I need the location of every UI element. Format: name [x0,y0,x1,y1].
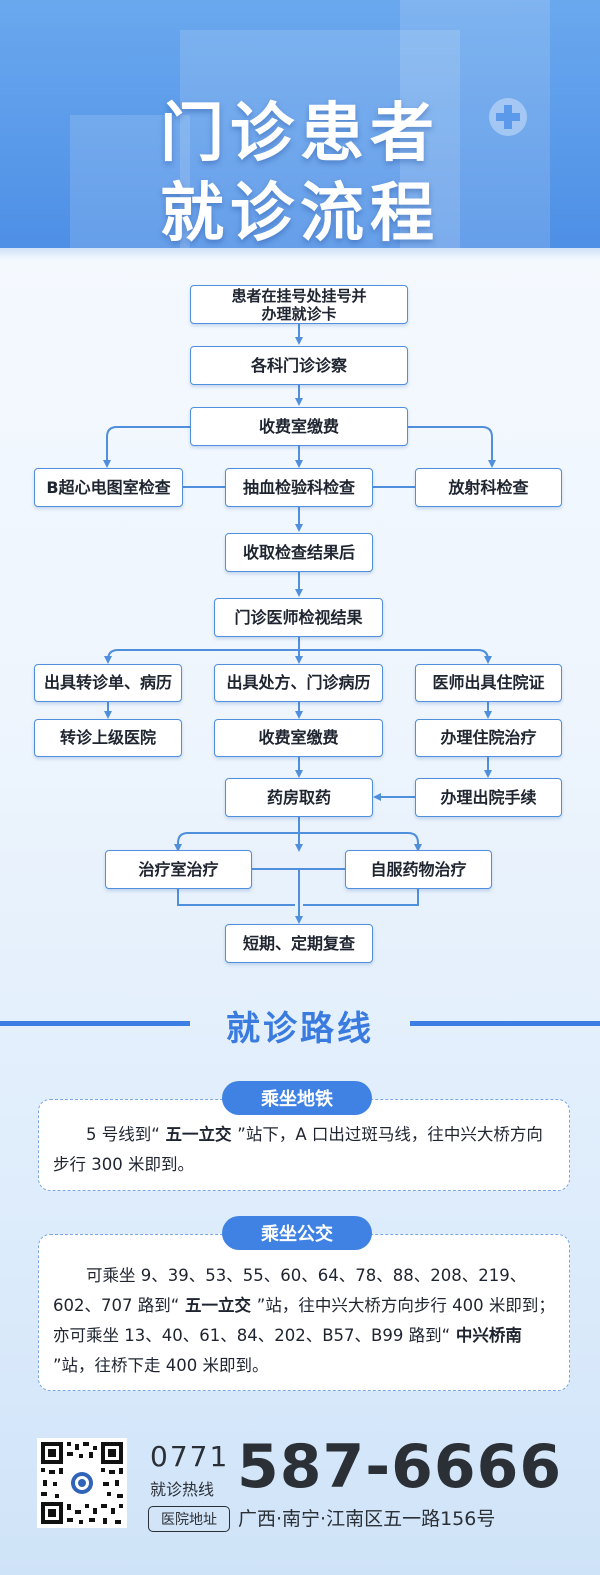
header-divider [0,248,600,260]
header-banner: 门诊患者 就诊流程 [0,0,600,253]
route-section-title: 就诊路线 [226,1009,374,1049]
step-referral-doc: 出具转诊单、病历 [34,664,182,702]
route-divider-right [410,1021,600,1026]
hospital-cross-icon [489,98,527,136]
subway-station: 五一立交 [159,1125,238,1144]
building-right [400,0,550,253]
bus-station-1: 五一立交 [179,1296,257,1315]
hospital-building [180,30,460,253]
bus-text-part3: ”站，往桥下走 400 米即到。 [53,1356,269,1375]
page-title-line2: 就诊流程 [160,177,440,251]
subway-text-part2: ”站下，A 口出过斑马线，往中兴大桥方向步行 300 米即到。 [53,1125,543,1174]
step-dept-exam: 各科门诊诊察 [190,346,408,385]
step-self-medication: 自服药物治疗 [345,850,492,889]
subway-text-part1: 5 号线到“ [86,1125,160,1144]
subway-text: 5 号线到“ 五一立交 ”站下，A 口出过斑马线，往中兴大桥方向步行 300 米… [53,1120,555,1180]
step-admission-cert: 医师出具住院证 [415,664,562,702]
subway-tag: 乘坐地铁 [222,1081,372,1115]
page-title-line1: 门诊患者 [160,97,440,171]
step-doctor-review: 门诊医师检视结果 [214,598,383,637]
step-pay-2: 收费室缴费 [214,719,383,757]
hotline-area-code: 0771 [150,1440,230,1473]
step-followup: 短期、定期复查 [225,924,373,963]
building-left [70,115,190,253]
bus-text-part1: 可乘坐 9、39、53、55、60、64、78、88、208、219、602、7… [53,1266,527,1315]
step-prescription: 出具处方、门诊病历 [214,664,383,702]
step-check-blood: 抽血检验科检查 [225,468,373,507]
address-tag: 医院地址 [148,1506,230,1532]
step-check-ultrasound: B超心电图室检查 [34,468,183,507]
route-divider-left [0,1021,190,1026]
hotline-number: 587-6666 [237,1432,563,1502]
step-pay-1: 收费室缴费 [190,407,408,446]
step-discharge: 办理出院手续 [415,778,562,817]
qr-code-graphic [41,1442,123,1524]
bus-text: 可乘坐 9、39、53、55、60、64、78、88、208、219、602、7… [53,1261,555,1381]
step-treatment-room: 治疗室治疗 [105,850,252,889]
hospital-address: 广西·南宁·江南区五一路156号 [238,1508,496,1530]
bus-station-2: 中兴桥南 [450,1326,522,1345]
step-admission: 办理住院治疗 [415,719,562,757]
qr-code [37,1438,127,1528]
flowchart: 患者在挂号处挂号并 办理就诊卡 各科门诊诊察 收费室缴费 B超心电图室检查 抽血… [34,285,562,963]
step-check-radiology: 放射科检查 [415,468,562,507]
subway-card: 5 号线到“ 五一立交 ”站下，A 口出过斑马线，往中兴大桥方向步行 300 米… [38,1099,570,1191]
bus-tag: 乘坐公交 [222,1216,372,1250]
bus-text-part2: ”站，往中兴大桥方向步行 400 米即到；亦可乘坐 13、40、61、84、20… [53,1296,555,1345]
flow-connectors [103,324,496,924]
step-referral-upper: 转诊上级医院 [34,719,182,757]
step-get-results: 收取检查结果后 [225,533,373,572]
bus-card: 可乘坐 9、39、53、55、60、64、78、88、208、219、602、7… [38,1234,570,1391]
hotline-label: 就诊热线 [150,1480,215,1499]
step-register: 患者在挂号处挂号并 办理就诊卡 [190,285,408,324]
step-pharmacy: 药房取药 [225,778,373,817]
